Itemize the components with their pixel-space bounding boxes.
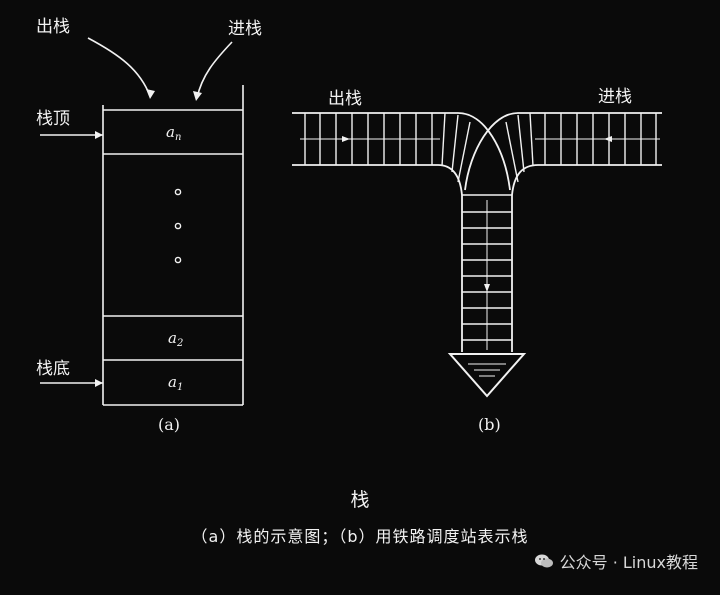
wechat-icon bbox=[534, 554, 553, 568]
panel-b-push-label: 进栈 bbox=[598, 87, 632, 107]
panel-b-railway bbox=[292, 112, 662, 352]
stack-top-label: 栈顶 bbox=[36, 109, 70, 129]
push-curve bbox=[196, 41, 233, 99]
watermark: 公众号 · Linux教程 bbox=[534, 549, 698, 573]
top-pointer-arrowhead bbox=[95, 131, 103, 139]
pop-curve bbox=[87, 37, 151, 97]
figure-caption: （a）栈的示意图；（b）用铁路调度站表示栈 bbox=[191, 527, 529, 546]
panel-a-sublabel: (a) bbox=[158, 415, 180, 434]
panel-b-sublabel: (b) bbox=[478, 415, 501, 434]
panel-b-pop-label: 出栈 bbox=[328, 89, 362, 109]
railway-down-arrowhead bbox=[447, 353, 527, 398]
ellipsis-dots bbox=[174, 188, 182, 264]
panel-a-push-label: 进栈 bbox=[228, 19, 262, 39]
figure-title: 栈 bbox=[350, 489, 370, 511]
bottom-pointer-arrowhead bbox=[95, 379, 103, 387]
cell-1-text: a1 bbox=[168, 373, 183, 393]
railway-ties bbox=[304, 112, 657, 341]
cell-2-text: a2 bbox=[168, 329, 183, 349]
stack-bottom-label: 栈底 bbox=[36, 359, 70, 379]
panel-a-stack bbox=[40, 37, 244, 406]
pop-arrowhead bbox=[146, 89, 155, 99]
panel-a-pop-label: 出栈 bbox=[36, 17, 70, 37]
rail-arrow-tips bbox=[342, 136, 612, 292]
cell-top-text: an bbox=[166, 123, 181, 143]
push-arrowhead bbox=[193, 91, 202, 101]
watermark-text: 公众号 · Linux教程 bbox=[559, 553, 698, 572]
